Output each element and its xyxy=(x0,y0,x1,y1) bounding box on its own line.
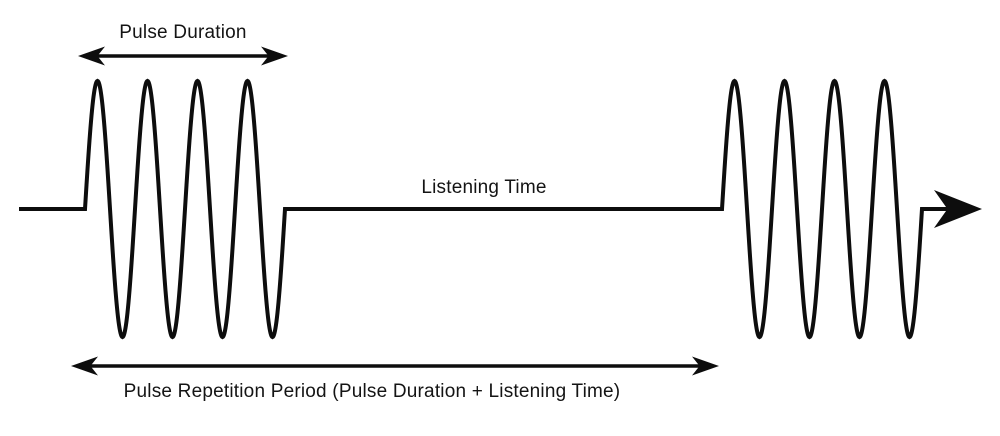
time-arrowhead-icon xyxy=(934,190,982,228)
pulse-duration-label: Pulse Duration xyxy=(119,22,247,43)
listening-time-label: Listening Time xyxy=(421,177,547,198)
waveform-path xyxy=(19,78,952,340)
pulse-duration-arrow-icon xyxy=(78,46,288,66)
pulse-repetition-period-label: Pulse Repetition Period (Pulse Duration … xyxy=(123,381,621,402)
pulse-repetition-period-arrow-icon xyxy=(71,356,719,376)
